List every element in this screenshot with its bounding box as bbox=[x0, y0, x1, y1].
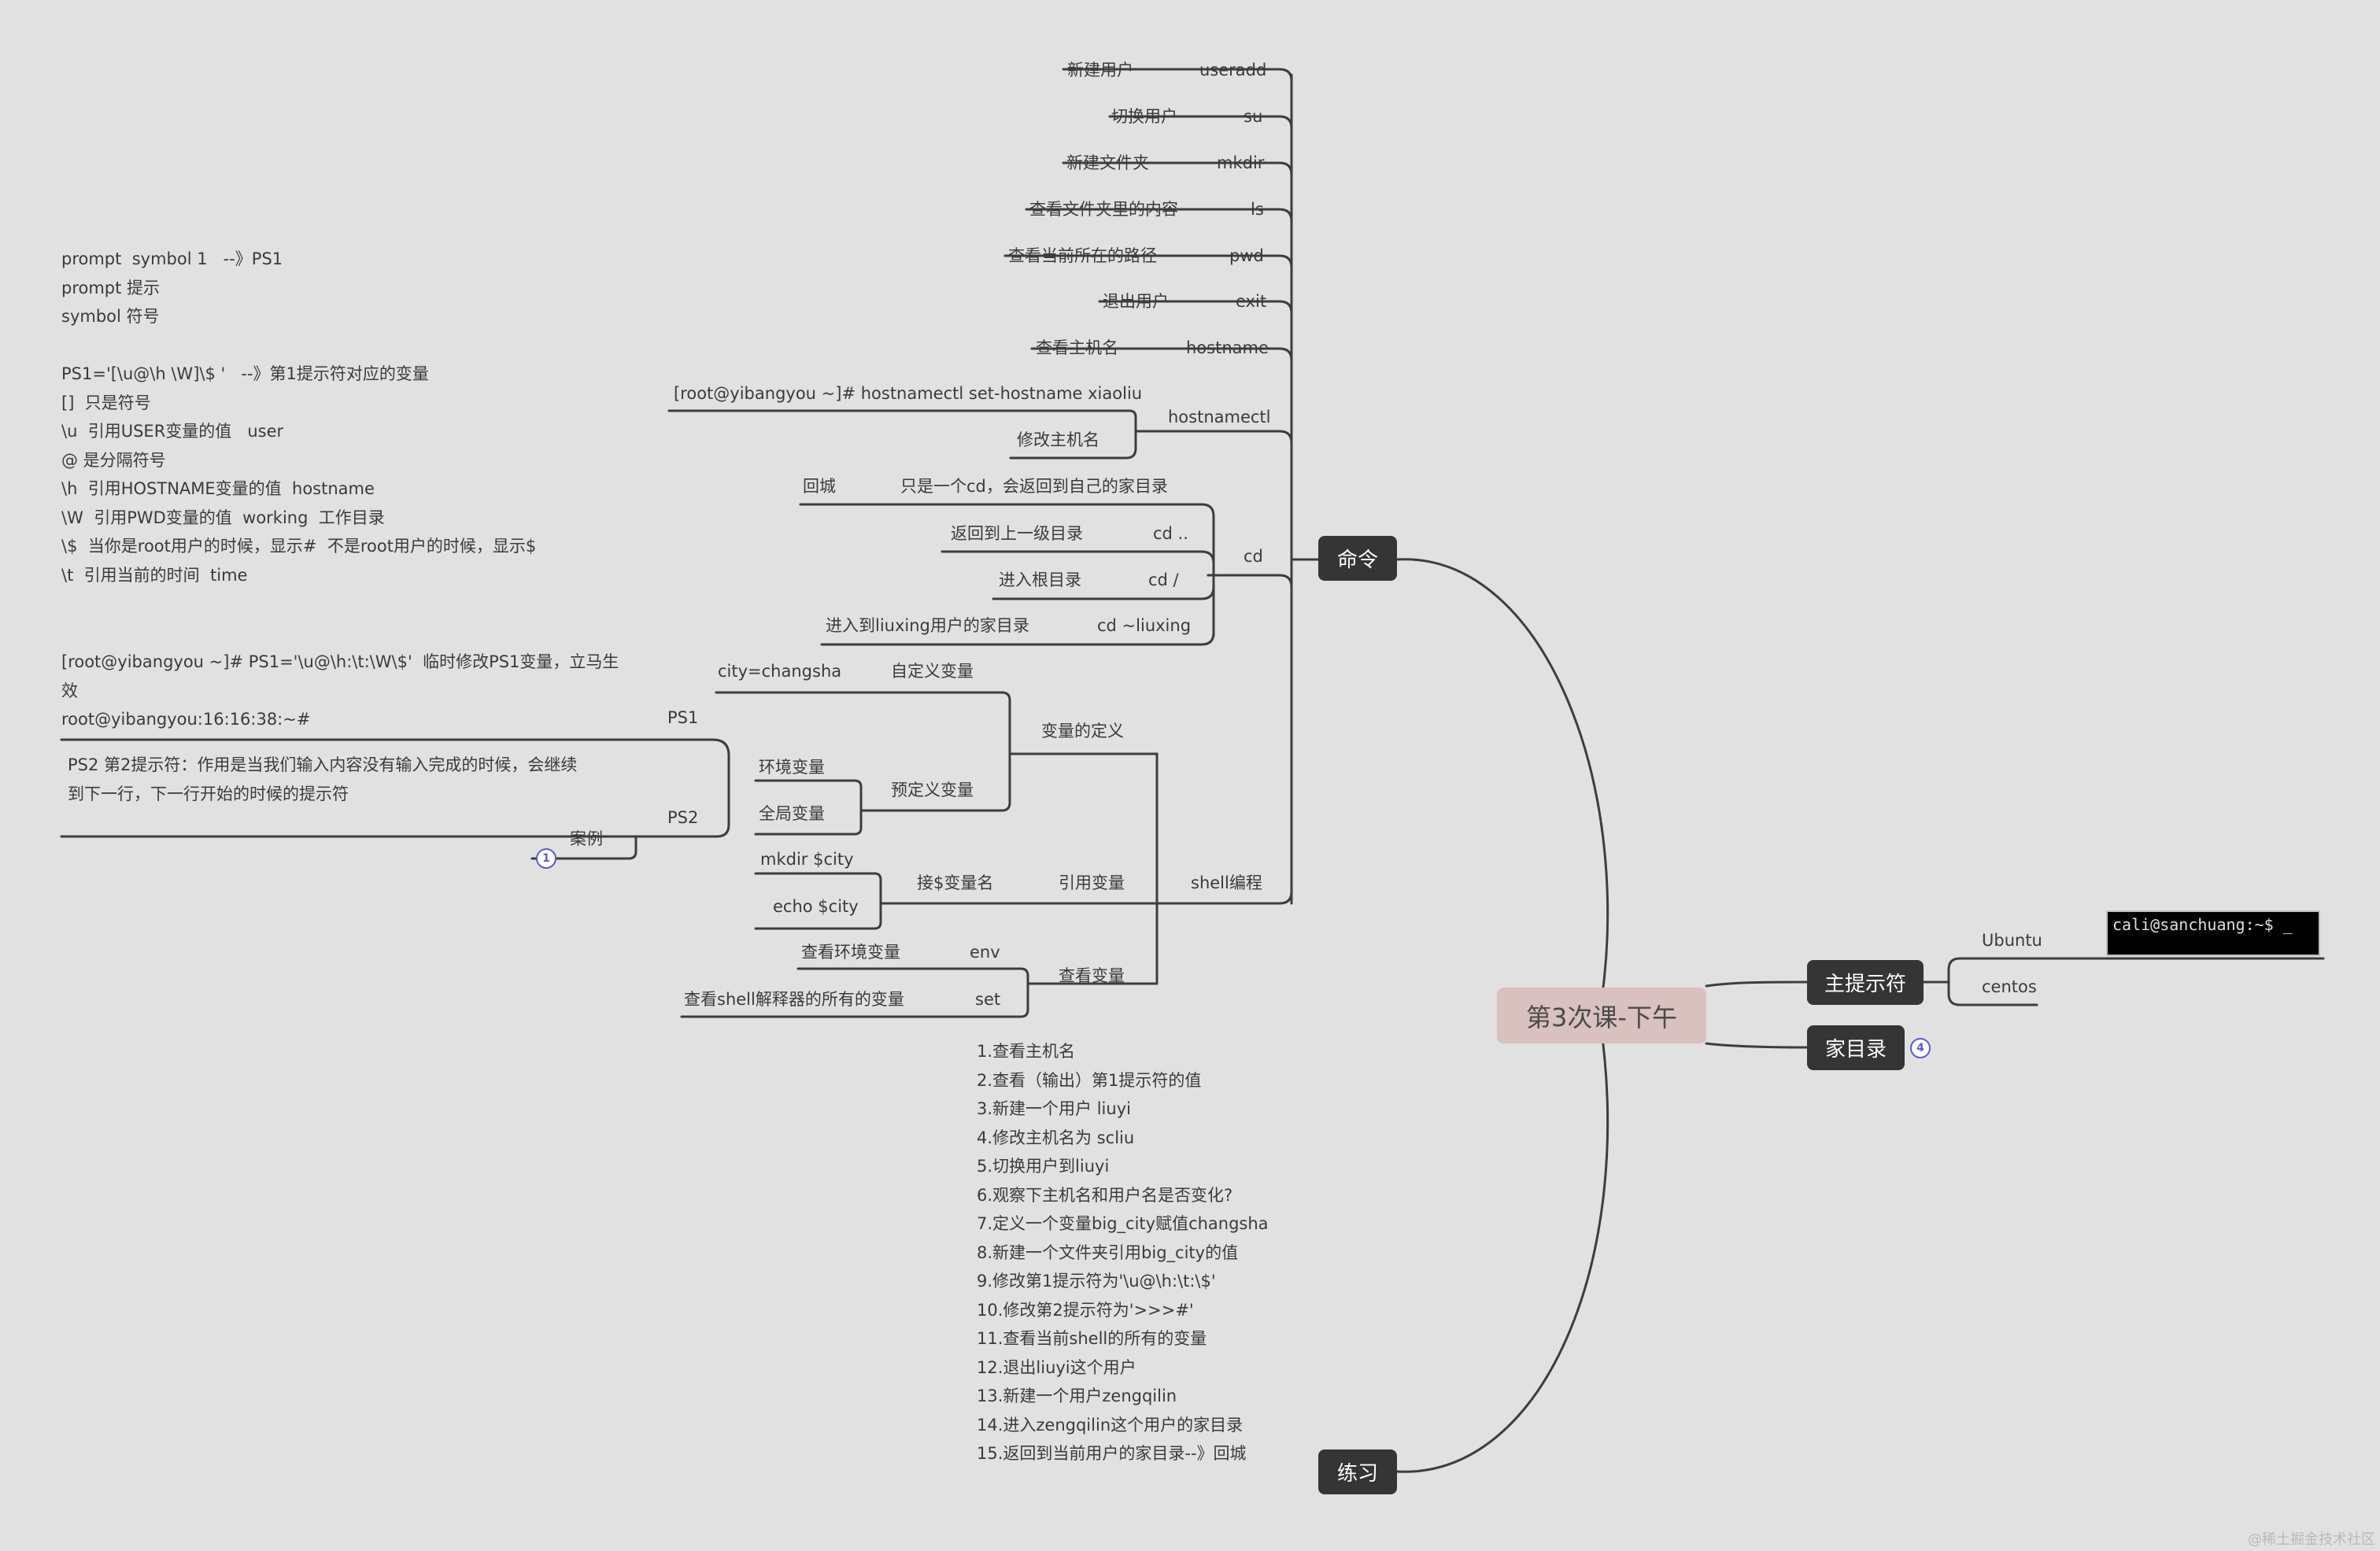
central-topic[interactable]: 第3次课-下午 bbox=[1497, 988, 1706, 1043]
practice-item[interactable]: 13.新建一个用户zengqilin bbox=[977, 1387, 1177, 1405]
command-label[interactable]: 新建用户 bbox=[1067, 61, 1133, 79]
practice-item[interactable]: 7.定义一个变量big_city赋值changsha bbox=[977, 1214, 1269, 1233]
command-name[interactable]: pwd bbox=[1229, 246, 1264, 265]
practice-item[interactable]: 14.进入zengqilin这个用户的家目录 bbox=[977, 1415, 1244, 1435]
practice-item[interactable]: 11.查看当前shell的所有的变量 bbox=[977, 1329, 1207, 1348]
cd-item-label[interactable]: 回城 bbox=[803, 477, 836, 496]
practice-item[interactable]: 6.观察下主机名和用户名是否变化? bbox=[977, 1185, 1233, 1205]
case-badge[interactable]: 1 bbox=[536, 848, 556, 869]
watermark: @稀土掘金技术社区 bbox=[2248, 1531, 2375, 1548]
predefined-variable[interactable]: 预定义变量 bbox=[891, 781, 974, 800]
topic-home-dir[interactable]: 家目录 bbox=[1807, 1025, 1905, 1070]
case-label[interactable]: 案例 bbox=[570, 829, 603, 848]
ps1-explanation-note[interactable]: prompt symbol 1 --》PS1 prompt 提示 symbol … bbox=[61, 249, 537, 585]
hostnamectl-label[interactable]: 修改主机名 bbox=[1017, 430, 1099, 449]
hostnamectl-example[interactable]: [root@yibangyou ~]# hostnamectl set-host… bbox=[674, 384, 1143, 403]
cd-item-label[interactable]: 返回到上一级目录 bbox=[951, 524, 1083, 543]
practice-item[interactable]: 8.新建一个文件夹引用big_city的值 bbox=[977, 1243, 1239, 1262]
topic-commands[interactable]: 命令 bbox=[1318, 536, 1397, 581]
practice-item[interactable]: 15.返回到当前用户的家目录--》回城 bbox=[977, 1444, 1247, 1463]
practice-item[interactable]: 4.修改主机名为 scliu bbox=[977, 1128, 1135, 1147]
prompt-ubuntu[interactable]: Ubuntu bbox=[1982, 931, 2042, 950]
ps1-note[interactable]: [root@yibangyou ~]# PS1='\u@\h:\t:\W\$' … bbox=[61, 652, 619, 729]
practice-item[interactable]: 3.新建一个用户 liuyi bbox=[977, 1099, 1131, 1118]
cd-cmd[interactable]: cd bbox=[1244, 547, 1263, 566]
command-name[interactable]: ls bbox=[1251, 200, 1264, 219]
cd-item-desc[interactable]: cd .. bbox=[1153, 524, 1188, 543]
reference-example[interactable]: echo $city bbox=[773, 897, 859, 916]
global-variable[interactable]: 全局变量 bbox=[759, 804, 825, 823]
env-variable[interactable]: 环境变量 bbox=[759, 758, 825, 777]
command-name[interactable]: su bbox=[1244, 107, 1263, 126]
terminal-screenshot: cali@sanchuang:~$ _ bbox=[2106, 910, 2320, 956]
var-definition[interactable]: 变量的定义 bbox=[1041, 722, 1124, 740]
reference-variable[interactable]: 引用变量 bbox=[1059, 873, 1125, 892]
cd-item-label[interactable]: 进入根目录 bbox=[999, 571, 1081, 589]
cd-item-label[interactable]: 进入到liuxing用户的家目录 bbox=[826, 616, 1029, 635]
cd-item-desc[interactable]: 只是一个cd，会返回到自己的家目录 bbox=[900, 477, 1168, 496]
view-env-cmd[interactable]: env bbox=[970, 943, 1000, 962]
view-variable[interactable]: 查看变量 bbox=[1059, 966, 1125, 985]
reference-variable-sub[interactable]: 接$变量名 bbox=[917, 873, 994, 892]
command-name[interactable]: hostname bbox=[1186, 338, 1269, 357]
command-name[interactable]: mkdir bbox=[1217, 153, 1265, 172]
command-label[interactable]: 新建文件夹 bbox=[1066, 153, 1149, 172]
hostnamectl-cmd[interactable]: hostnamectl bbox=[1168, 408, 1271, 427]
topic-practice[interactable]: 练习 bbox=[1318, 1449, 1397, 1494]
home-dir-badge[interactable]: 4 bbox=[1910, 1038, 1931, 1058]
ps1-label[interactable]: PS1 bbox=[667, 708, 699, 727]
practice-item[interactable]: 1.查看主机名 bbox=[977, 1042, 1076, 1061]
view-env[interactable]: 查看环境变量 bbox=[801, 943, 900, 962]
topic-main-prompt[interactable]: 主提示符 bbox=[1807, 960, 1924, 1005]
ps2-label[interactable]: PS2 bbox=[667, 808, 699, 827]
command-label[interactable]: 退出用户 bbox=[1103, 292, 1169, 311]
practice-item[interactable]: 5.切换用户到liuyi bbox=[977, 1157, 1110, 1176]
command-label[interactable]: 切换用户 bbox=[1111, 107, 1177, 126]
command-name[interactable]: exit bbox=[1236, 292, 1267, 311]
practice-item[interactable]: 12.退出liuyi这个用户 bbox=[977, 1357, 1136, 1377]
practice-item[interactable]: 9.修改第1提示符为'\u@\h:\t:\$' bbox=[977, 1272, 1216, 1291]
prompt-centos[interactable]: centos bbox=[1982, 977, 2037, 996]
ps2-note[interactable]: PS2 第2提示符：作用是当我们输入内容没有输入完成的时候，会继续 到下一行，下… bbox=[68, 755, 578, 803]
command-name[interactable]: useradd bbox=[1199, 61, 1267, 79]
reference-example[interactable]: mkdir $city bbox=[760, 850, 854, 869]
custom-variable[interactable]: 自定义变量 bbox=[891, 662, 974, 681]
practice-list[interactable]: 1.查看主机名 2.查看（输出）第1提示符的值 3.新建一个用户 liuyi 4.修改… bbox=[977, 1037, 1269, 1468]
command-label[interactable]: 查看主机名 bbox=[1036, 338, 1118, 357]
cd-item-desc[interactable]: cd / bbox=[1148, 571, 1179, 589]
command-label[interactable]: 查看文件夹里的内容 bbox=[1029, 200, 1178, 219]
practice-item[interactable]: 2.查看（输出）第1提示符的值 bbox=[977, 1070, 1202, 1090]
cd-item-desc[interactable]: cd ~liuxing bbox=[1097, 616, 1192, 635]
view-all[interactable]: 查看shell解释器的所有的变量 bbox=[684, 990, 904, 1009]
command-label[interactable]: 查看当前所在的路径 bbox=[1008, 246, 1157, 265]
shell-label[interactable]: shell编程 bbox=[1191, 873, 1262, 892]
custom-variable-example[interactable]: city=changsha bbox=[718, 662, 842, 681]
practice-item[interactable]: 10.修改第2提示符为'>>>#' bbox=[977, 1300, 1194, 1320]
view-all-cmd[interactable]: set bbox=[975, 990, 1001, 1009]
